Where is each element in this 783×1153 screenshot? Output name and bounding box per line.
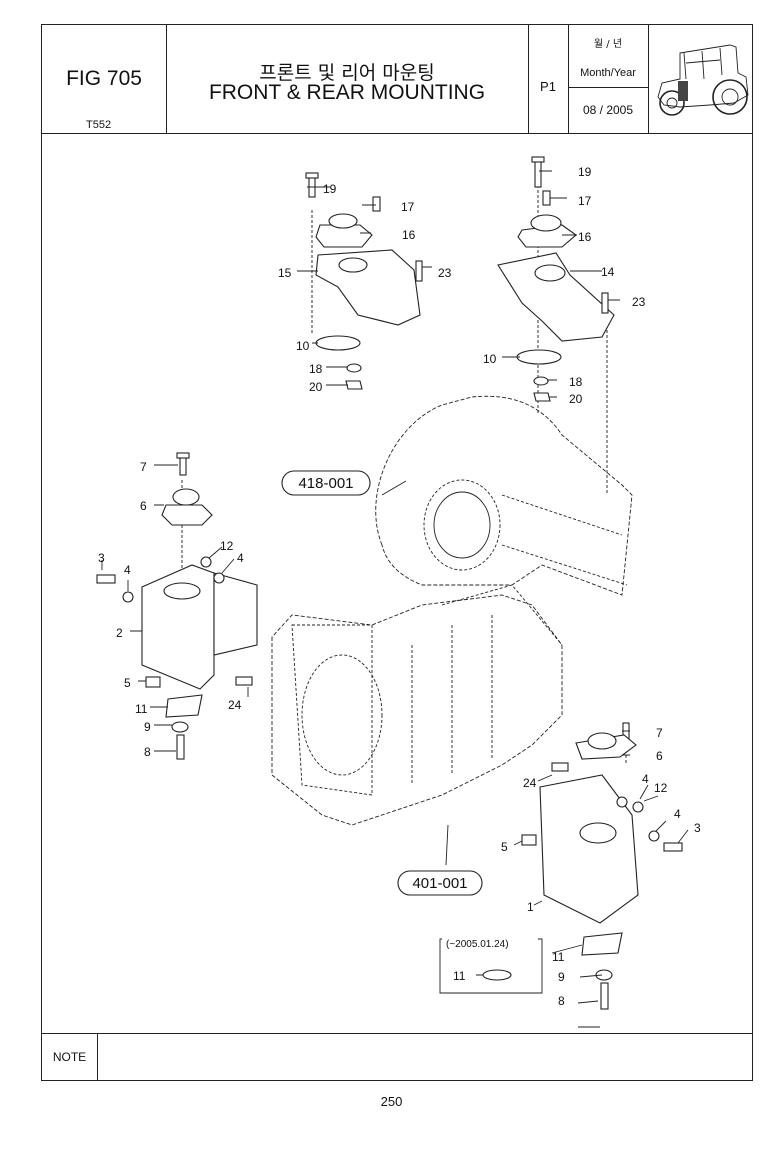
callout-17: 17 xyxy=(401,200,415,214)
divider xyxy=(648,25,649,133)
callout-4: 4 xyxy=(674,807,681,821)
model-code: T552 xyxy=(86,119,112,131)
callout-4: 4 xyxy=(124,563,131,577)
callout-24: 24 xyxy=(523,776,537,790)
callout-9: 9 xyxy=(558,970,565,984)
callout-labels: 19 17 16 15 23 10 18 20 19 17 16 14 23 1… xyxy=(98,165,701,1008)
date-header-english: Month/Year xyxy=(580,67,636,79)
callout-3: 3 xyxy=(98,551,105,565)
header: FIG 705 T552 프론트 및 리어 마운팅 FRONT & REAR M… xyxy=(42,25,752,134)
reference-label: 401-001 xyxy=(412,875,467,892)
page-frame: FIG 705 T552 프론트 및 리어 마운팅 FRONT & REAR M… xyxy=(41,24,753,1081)
callout-20: 20 xyxy=(569,392,583,406)
note-row: NOTE xyxy=(42,1033,752,1082)
front-bracket-right-assembly xyxy=(521,722,683,1010)
callout-11: 11 xyxy=(453,969,466,983)
tractor-logo xyxy=(657,44,749,116)
callout-10: 10 xyxy=(483,352,497,366)
callout-14: 14 xyxy=(601,265,615,279)
callout-10: 10 xyxy=(296,339,310,353)
front-mount-left-assembly xyxy=(305,172,423,390)
callout-17: 17 xyxy=(578,194,592,208)
serial-note: (~2005.01.24) xyxy=(446,939,509,950)
date-header-korean: 월 / 년 xyxy=(593,39,623,50)
title-korean: 프론트 및 리어 마운팅 xyxy=(259,62,435,84)
rear-axle-housing xyxy=(375,395,633,596)
figure-id-box: FIG 705 T552 xyxy=(42,25,166,133)
title-english: FRONT & REAR MOUNTING xyxy=(208,81,486,104)
callout-5: 5 xyxy=(124,676,131,690)
reference-418-001: 418-001 xyxy=(281,470,371,496)
callout-20: 20 xyxy=(309,380,323,394)
divider xyxy=(528,25,529,133)
callout-11: 11 xyxy=(552,950,565,964)
callout-1: 1 xyxy=(527,900,534,914)
callout-18: 18 xyxy=(569,375,583,389)
callout-6: 6 xyxy=(656,749,663,763)
callout-4: 4 xyxy=(237,551,244,565)
transmission-case xyxy=(271,584,563,826)
callout-2: 2 xyxy=(116,626,123,640)
page-code: P1 xyxy=(540,79,556,94)
issue-date: 08 / 2005 xyxy=(582,103,634,117)
rear-mount-right-assembly xyxy=(497,156,615,402)
callout-7: 7 xyxy=(140,460,147,474)
divider xyxy=(568,25,569,133)
callout-6: 6 xyxy=(140,499,147,513)
callout-19: 19 xyxy=(323,182,337,196)
figure-number: FIG 705 xyxy=(66,67,142,90)
reference-401-001: 401-001 xyxy=(397,870,483,896)
divider xyxy=(166,25,167,133)
callout-23: 23 xyxy=(632,295,646,309)
callout-12: 12 xyxy=(654,781,668,795)
callout-8: 8 xyxy=(144,745,151,759)
note-label: NOTE xyxy=(42,1034,98,1081)
callout-24: 24 xyxy=(228,698,242,712)
callout-12: 12 xyxy=(220,539,234,553)
callout-23: 23 xyxy=(438,266,452,280)
callout-3: 3 xyxy=(694,821,701,835)
callout-5: 5 xyxy=(501,840,508,854)
date-box: 월 / 년 Month/Year 08 / 2005 xyxy=(568,25,648,133)
callout-19: 19 xyxy=(578,165,592,179)
reference-label: 418-001 xyxy=(298,475,353,492)
callout-8: 8 xyxy=(558,994,565,1008)
callout-16: 16 xyxy=(578,230,592,244)
callout-16: 16 xyxy=(402,228,416,242)
callout-4: 4 xyxy=(642,772,649,786)
callout-7: 7 xyxy=(656,726,663,740)
page-number: 250 xyxy=(380,1094,403,1109)
callout-11: 11 xyxy=(135,702,148,716)
divider xyxy=(568,87,648,88)
callout-9: 9 xyxy=(144,720,151,734)
callout-15: 15 xyxy=(278,266,292,280)
front-bracket-left-assembly xyxy=(96,452,258,760)
callout-18: 18 xyxy=(309,362,323,376)
exploded-parts-diagram: 19 17 16 15 23 10 18 20 19 17 16 14 23 1… xyxy=(96,156,701,1028)
